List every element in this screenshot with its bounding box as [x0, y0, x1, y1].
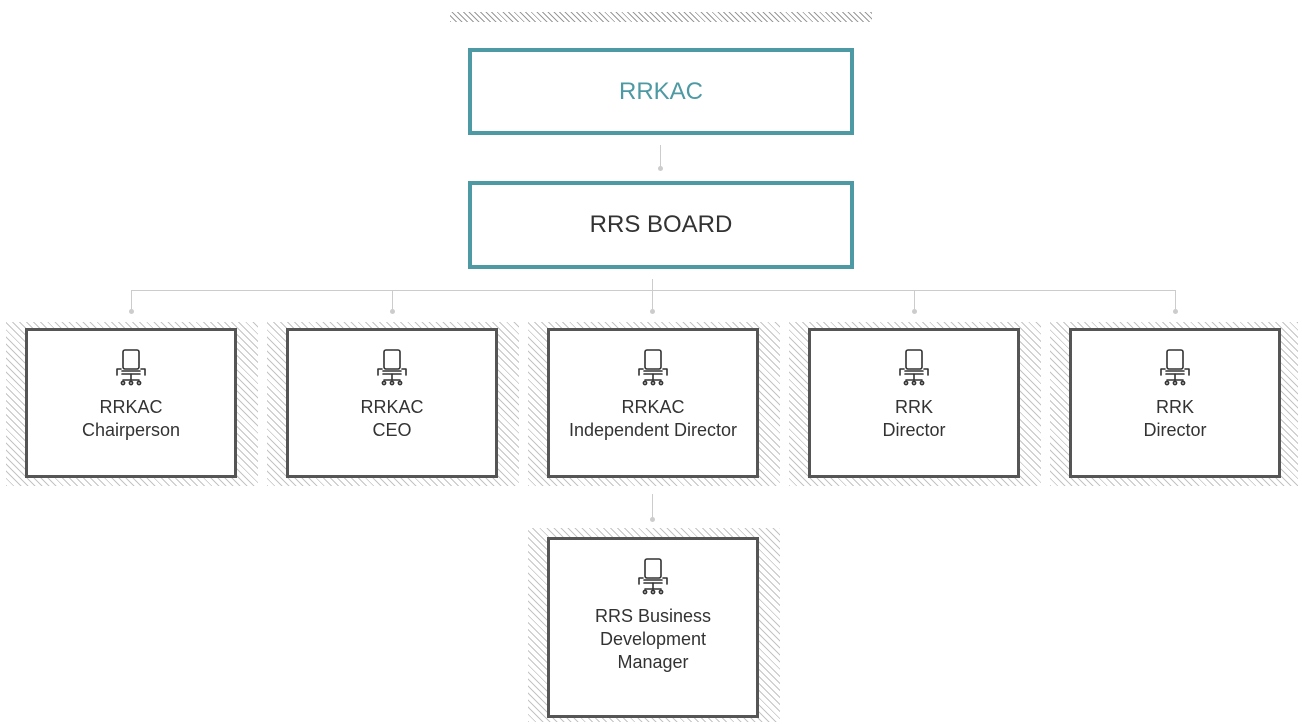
role-box-chairperson: RRKAC Chairperson — [25, 328, 237, 478]
connector-drop-5 — [1175, 290, 1176, 310]
office-chair-icon — [116, 349, 146, 386]
connector-drop-1 — [131, 290, 132, 310]
role-org: RRKAC — [621, 397, 685, 417]
connector-drop-2 — [392, 290, 393, 310]
role-org: RRKAC — [99, 397, 163, 417]
connector-dot — [650, 309, 655, 314]
role-label: RRKAC Chairperson — [82, 396, 180, 442]
office-chair-icon — [899, 349, 929, 386]
connector-horizontal-bus — [131, 290, 1176, 291]
role-title: Independent Director — [568, 420, 738, 440]
office-chair-icon — [638, 349, 668, 386]
role-label: RRK Director — [1143, 396, 1206, 442]
connector-dot — [650, 517, 655, 522]
role-label: RRKAC CEO — [360, 396, 423, 442]
connector-board-trunk — [652, 279, 653, 290]
connector-dot — [129, 309, 134, 314]
connector-org-board — [660, 145, 661, 167]
connector-drop-4 — [914, 290, 915, 310]
role-org: RRK — [1155, 397, 1194, 417]
board-name: RRS BOARD — [589, 211, 733, 238]
decorative-hatch-bar — [450, 12, 872, 22]
connector-dot — [1173, 309, 1178, 314]
role-label: RRK Director — [882, 396, 945, 442]
office-chair-icon — [638, 558, 668, 595]
role-line-2: Development — [599, 629, 707, 649]
connector-drop-3 — [652, 290, 653, 310]
role-title: Chairperson — [81, 420, 181, 440]
office-chair-icon — [377, 349, 407, 386]
role-title: Director — [1143, 420, 1207, 440]
role-box-independent-director: RRKAC Independent Director — [547, 328, 759, 478]
connector-dot — [658, 166, 663, 171]
role-box-director-2: RRK Director — [1069, 328, 1281, 478]
role-label: RRKAC Independent Director — [569, 396, 737, 442]
role-box-ceo: RRKAC CEO — [286, 328, 498, 478]
office-chair-icon — [1160, 349, 1190, 386]
role-title: CEO — [372, 420, 412, 440]
connector-sub-role — [652, 494, 653, 518]
role-label: RRS Business Development Manager — [595, 605, 711, 674]
board-box: RRS BOARD — [468, 181, 854, 269]
role-box-business-development-manager: RRS Business Development Manager — [547, 537, 759, 718]
role-org: RRK — [894, 397, 933, 417]
role-box-director: RRK Director — [808, 328, 1020, 478]
connector-dot — [390, 309, 395, 314]
connector-dot — [912, 309, 917, 314]
role-title: Director — [882, 420, 946, 440]
org-name: RRKAC — [618, 77, 703, 105]
role-org: RRKAC — [360, 397, 424, 417]
role-line-1: RRS Business — [594, 606, 712, 626]
org-name-box: RRKAC — [468, 48, 854, 135]
role-line-3: Manager — [617, 652, 689, 672]
